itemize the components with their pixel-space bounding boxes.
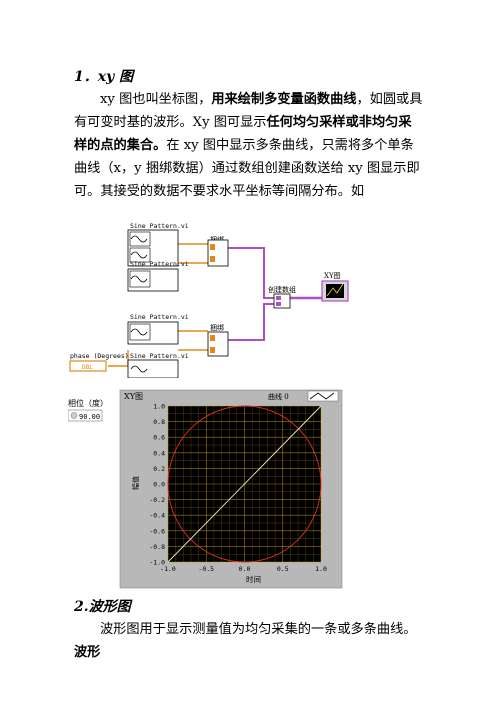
block-diagram: Sine Pattern.vi Sine Pattern.vi 捆绑 Sine …	[69, 222, 349, 378]
section1-heading: 1．xy 图	[74, 69, 134, 85]
x-tick-labels: -1.0 -0.5 0.0 0.5 1.0	[160, 565, 327, 573]
vi-label: Sine Pattern.vi	[130, 260, 189, 268]
y-tick-label: 0.4	[153, 449, 165, 457]
text-run: xy 图也叫坐标图，	[100, 92, 212, 107]
x-tick-label: 1.0	[315, 565, 327, 573]
section2-paragraph: 波形图用于显示测量值为均匀采集的一条或多条曲线。波形	[74, 618, 424, 664]
text-run: 波形	[74, 645, 101, 660]
plot-series	[167, 405, 322, 563]
y-tick-label: 1.0	[153, 403, 165, 411]
spin-arrows-icon	[70, 412, 78, 419]
bundle-label: 捆绑	[210, 323, 224, 332]
x-axis-label: 时间	[246, 574, 261, 584]
phase-numeric-control[interactable]: 相位（度） 90.00	[68, 398, 108, 422]
y-tick-label: -0.8	[149, 543, 165, 551]
bundle-label: 捆绑	[210, 235, 224, 244]
legend-label: 曲线 0	[268, 392, 289, 401]
y-tick-label: -0.6	[149, 527, 165, 535]
y-tick-label: -0.4	[149, 512, 165, 520]
sine-pattern-vi-1[interactable]: Sine Pattern.vi	[127, 222, 189, 267]
phase-control-terminal[interactable]: phase (Degrees) DBL	[69, 352, 129, 372]
sine-pattern-vi-4[interactable]: Sine Pattern.vi	[127, 352, 189, 378]
x-tick-label: 0.0	[239, 565, 251, 573]
front-panel: 相位（度） 90.00 XY图 曲线 0 幅值 时间 1.0 0.8 0.6 0.4 0…	[68, 389, 343, 589]
phase-label: phase (Degrees)	[70, 352, 129, 360]
y-tick-label: 0.0	[153, 481, 165, 489]
plot-legend[interactable]: 曲线 0	[268, 390, 339, 402]
bundle-node-1[interactable]: 捆绑	[207, 235, 229, 267]
sine-pattern-vi-2[interactable]: Sine Pattern.vi	[127, 260, 189, 292]
x-tick-label: -1.0	[160, 565, 176, 573]
y-tick-label: -1.0	[149, 559, 165, 567]
xy-graph-terminal[interactable]: XY图	[321, 272, 349, 302]
x-tick-label: 0.5	[277, 565, 289, 573]
y-tick-labels: 1.0 0.8 0.6 0.4 0.2 0.0 -0.2 -0.4 -0.6 -0.8 -1.0	[149, 403, 165, 567]
text-run: 用来绘制多变量函数曲线	[211, 92, 357, 107]
y-axis-label: 幅值	[131, 476, 140, 490]
vi-label: Sine Pattern.vi	[130, 313, 189, 321]
vi-label: Sine Pattern.vi	[130, 222, 189, 230]
section1-paragraph: xy 图也叫坐标图，用来绘制多变量函数曲线，如圆或具有可变时基的波形。Xy 图可…	[74, 88, 424, 203]
text-run: 波形图用于显示测量值为均匀采集的一条或多条曲线。	[100, 622, 417, 637]
series-line	[167, 405, 322, 563]
graph-label: XY图	[124, 392, 143, 401]
series-circle	[167, 405, 322, 563]
sine-pattern-vi-3[interactable]: Sine Pattern.vi	[127, 313, 189, 345]
y-tick-label: 0.8	[153, 418, 165, 426]
xy-terminal-label: XY图	[324, 272, 341, 280]
text-run: 任何均匀采样或非均匀采样的点的集合。	[74, 115, 412, 153]
phase-control-label: 相位（度）	[68, 398, 108, 408]
bundle-node-2[interactable]: 捆绑	[207, 323, 229, 357]
vi-label: Sine Pattern.vi	[130, 352, 189, 360]
section2-heading: 2.波形图	[74, 599, 131, 615]
text-run: 在 xy 图中显示多条曲线，只需将多个单条曲线（x，y 捆绑数据）通过数组创建函…	[74, 138, 420, 199]
wires	[108, 243, 322, 367]
text-run: ，如圆或具有可变时基的波形。Xy 图可显示	[74, 92, 423, 130]
build-array-node[interactable]: 创建数组	[268, 285, 296, 309]
x-tick-label: -0.5	[198, 565, 214, 573]
y-tick-label: -0.2	[149, 496, 165, 504]
phase-control-value: 90.00	[79, 413, 100, 421]
y-tick-label: 0.6	[153, 434, 165, 442]
phase-const: DBL	[82, 364, 93, 371]
build-array-label: 创建数组	[268, 285, 296, 294]
y-tick-label: 0.2	[153, 465, 165, 473]
legend-line-icon	[309, 392, 335, 400]
